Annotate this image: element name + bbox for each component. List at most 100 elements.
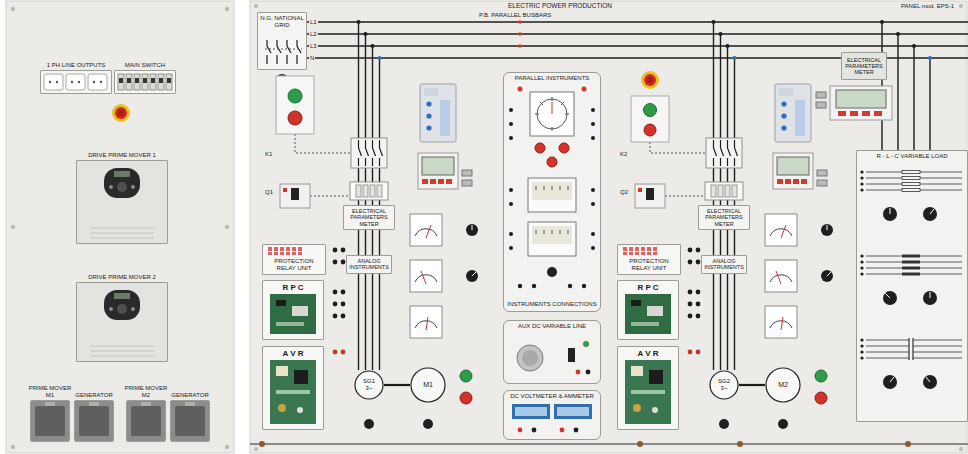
variable-load (866, 274, 962, 275)
panel-label: Q1 (264, 189, 274, 196)
multipole-connector (89, 402, 99, 406)
main-switch-breakers (127, 78, 131, 83)
grid-switch (267, 40, 301, 64)
instrument-label-box: ANALOG INSTRUMENTS (701, 255, 747, 274)
socket-outlet (66, 74, 85, 90)
inverter-drive (104, 290, 140, 320)
parameter-display (850, 111, 858, 116)
panel-label: Q2 (619, 189, 629, 196)
main-switch-breakers (159, 78, 163, 83)
main-switch-breakers (151, 78, 155, 83)
main-switch-breakers (134, 74, 140, 90)
inverter-drive (90, 228, 154, 229)
node-text: AUX DC VARIABLE LINE (506, 323, 598, 330)
dc-supply (586, 370, 591, 375)
variable-load (860, 176, 863, 179)
main-switch-breakers (158, 74, 164, 90)
variable-load (860, 170, 863, 359)
variable-load (902, 273, 920, 276)
motor-symbol: M1 (410, 367, 446, 403)
multipole-connector (175, 406, 205, 436)
earth-bar (259, 441, 265, 447)
synchronizing-instruments (535, 143, 569, 167)
variable-load (909, 337, 913, 361)
synchronizing-instruments (535, 143, 545, 153)
emergency-stop (641, 71, 659, 89)
load-panel: R - L - C VARIABLE LOAD (856, 150, 968, 422)
dc-meter (554, 404, 592, 419)
node-text: DRIVE PRIME MOVER 1 (73, 152, 171, 159)
junction-dot (896, 32, 900, 36)
busbar (307, 45, 968, 47)
socket-outlet (44, 74, 107, 90)
parameter-display (816, 86, 892, 120)
synchronizing-instruments (518, 284, 522, 288)
emergency-stop (647, 77, 654, 84)
variable-load (860, 182, 863, 185)
multipole-connector (35, 406, 65, 436)
synchronizing-instruments (547, 267, 557, 277)
wire (720, 274, 721, 370)
synchronizing-instruments (509, 108, 513, 112)
junction-dot (928, 56, 932, 60)
variable-load (866, 346, 962, 347)
panel-screw (225, 445, 229, 449)
inverter-drive (90, 351, 154, 352)
wire-connector (739, 385, 765, 386)
dc-supply-panel: AUX DC VARIABLE LINE (503, 320, 601, 384)
grid-switch (257, 12, 307, 70)
synchronizing-instruments (591, 232, 595, 236)
generator-section (617, 20, 833, 430)
variable-load (902, 255, 920, 258)
load-feeder (897, 34, 898, 150)
symbol-circle (766, 368, 800, 402)
meter-label-box: ELECTRICAL PARAMETERS METER (841, 52, 887, 80)
synchronizing-instruments (547, 157, 557, 167)
variable-load (883, 375, 897, 389)
node-text: MAIN SWITCH (111, 62, 179, 69)
node-text: DRIVE PRIME MOVER 2 (73, 274, 171, 281)
start-stop-station (288, 111, 302, 125)
busbar-contact (518, 20, 522, 48)
synchronizing-instruments (582, 87, 587, 92)
panel-screw (959, 4, 963, 8)
synchronizing-instruments (591, 202, 595, 206)
dc-meter (560, 428, 565, 433)
multipole-connector (79, 406, 109, 436)
synchronizing-instruments (552, 127, 553, 131)
variable-load (902, 261, 920, 264)
variable-load (902, 171, 920, 174)
dc-meter (557, 407, 589, 416)
variable-load (883, 207, 897, 221)
earth-bar (259, 441, 911, 447)
variable-load (909, 338, 913, 360)
synchronizing-instruments (503, 72, 601, 312)
synchronizing-instruments (552, 102, 553, 114)
motor-symbol: M2 (765, 367, 801, 403)
dc-meter (574, 428, 579, 433)
panel-screw (254, 4, 258, 8)
main-switch-breakers (135, 78, 139, 83)
main-switch-breakers (114, 70, 176, 94)
drive-unit: DRIVE PRIME MOVER 2 (76, 282, 168, 362)
variable-load (860, 260, 863, 263)
busbar-contact (518, 20, 522, 24)
inverter-drive (90, 346, 154, 347)
inverter-drive (131, 307, 135, 311)
variable-load (930, 292, 931, 298)
earth-bar (637, 441, 643, 447)
node-text: PROTECTION RELAY UNIT (265, 258, 323, 272)
inverter-drive (114, 171, 130, 177)
wire (713, 274, 714, 370)
variable-load (860, 266, 863, 269)
multipole-connector (74, 400, 114, 442)
busbar-contact (518, 44, 522, 48)
variable-load (890, 377, 894, 382)
synchronizing-instruments (560, 186, 561, 190)
dc-supply (503, 320, 601, 384)
synchronizing-instruments (509, 202, 513, 206)
multipole-connector (126, 400, 166, 442)
multipole-connector (131, 406, 161, 436)
emergency-stop (112, 104, 130, 122)
